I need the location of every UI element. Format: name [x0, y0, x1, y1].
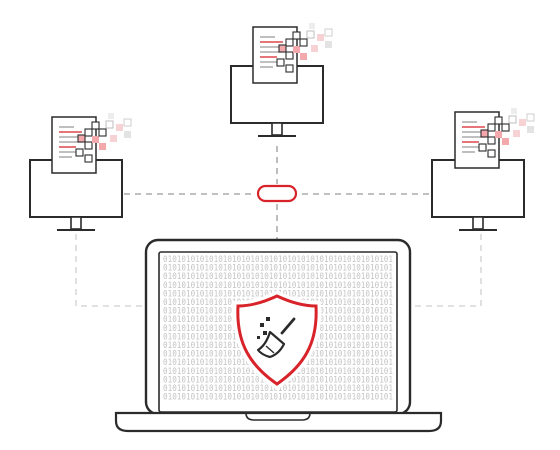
- shield-icon: [232, 290, 322, 391]
- monitor-right: [431, 107, 535, 231]
- broom-icon: [256, 317, 296, 359]
- binary-row: 0101010101010101010101010101010101010101…: [163, 254, 393, 264]
- monitor-top: [230, 22, 333, 137]
- network-link-icon: [256, 184, 298, 203]
- binary-row: 0101010101010101010101010101010101010101…: [163, 392, 393, 402]
- monitor-left: [29, 112, 132, 231]
- binary-row: 0101010101010101010101010101010101010101…: [163, 280, 393, 290]
- connection-lines: [75, 146, 482, 307]
- laptop-base: [114, 411, 443, 433]
- binary-row: 0101010101010101010101010101010101010101…: [163, 263, 393, 273]
- binary-row: 0101010101010101010101010101010101010101…: [163, 271, 393, 281]
